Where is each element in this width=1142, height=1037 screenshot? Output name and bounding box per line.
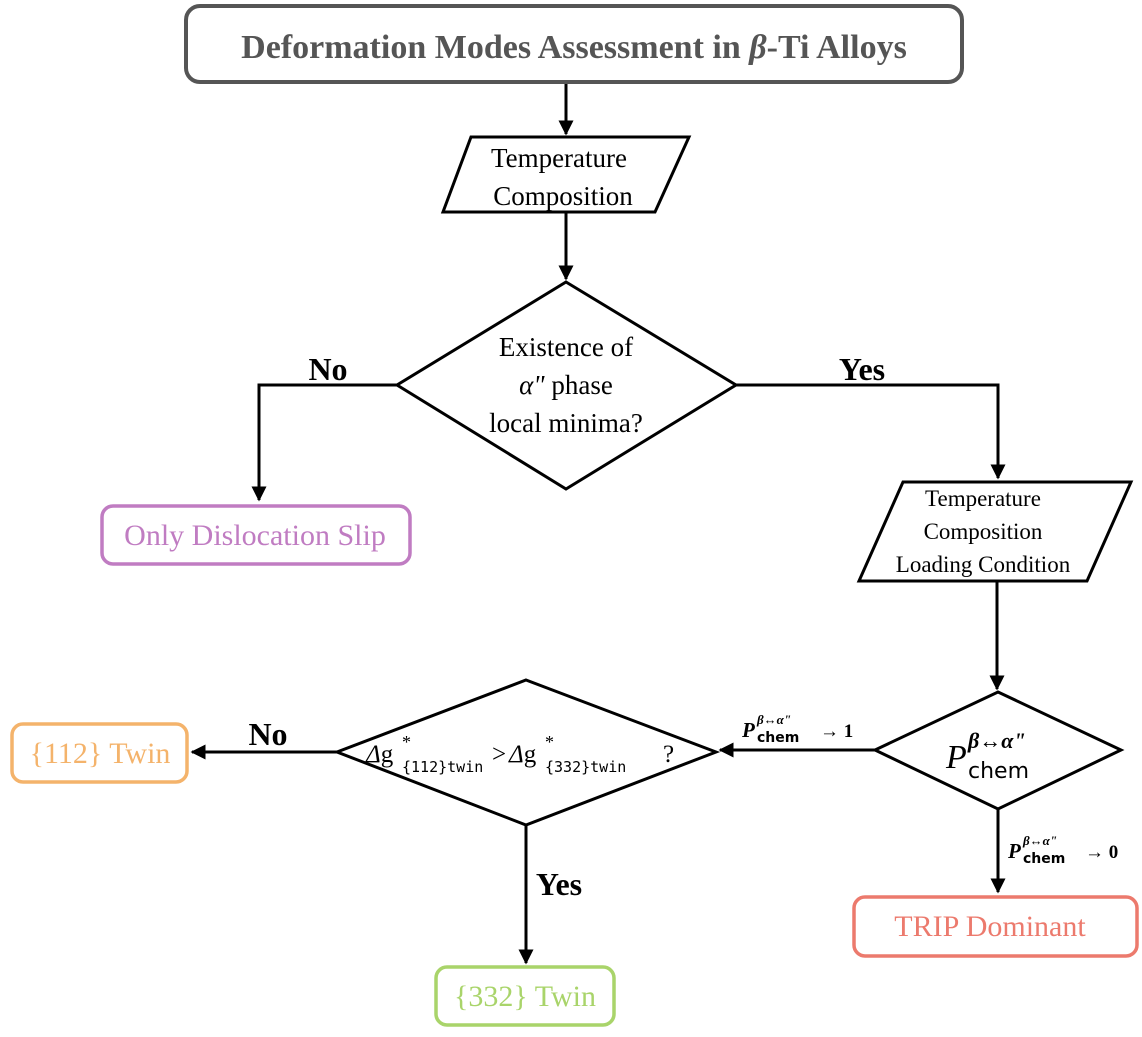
decision-node-3: Δg * {112}twin > Δg * {332}twin ? [332,678,721,827]
decision3-star2: * [545,732,554,752]
input-node-1: Temperature Composition [440,135,692,214]
edge-decision1-yes [736,383,1006,480]
outcome-trip-border [852,895,1139,958]
edge-decision1-no [251,383,397,502]
label-p-to-0-P: P [1007,839,1021,863]
outcome-112-twin: {112} Twin [10,722,189,784]
decision1-line2: α" phase [519,370,613,400]
outcome-slip-border [100,504,412,566]
title-box-border [184,4,964,84]
label-p-to-0-sub: chem [1023,851,1065,867]
label-p-to-1-sub: chem [757,730,799,746]
decision1-line3: local minima? [489,408,643,438]
decision1-line1: Existence of [499,332,633,362]
label-p-to-1-sup: β↔α" [756,712,791,727]
decision3-sub2: {332}twin [545,758,626,776]
outcome-112-border [10,722,189,784]
decision3-gt: > [492,741,506,768]
label-p-to-1-P: P [741,718,755,742]
decision3-yes-label: Yes [536,866,582,902]
decision1-yes-label: Yes [839,351,885,387]
decision2-sup: β↔α" [967,728,1026,753]
input1-line1: Temperature [491,143,627,173]
decision3-q: ? [663,741,674,768]
decision3-sub1: {112}twin [402,758,483,776]
decision3-formula: Δg [365,741,394,768]
label-p-to-0-value: → 0 [1085,842,1118,863]
input2-line3: Loading Condition [896,552,1071,577]
title-text: Deformation Modes Assessment in β-Ti All… [241,29,907,66]
outcome-112-label: {112} Twin [30,737,171,770]
title-box: Deformation Modes Assessment in β-Ti All… [184,4,964,84]
outcome-332-label: {332} Twin [454,980,596,1013]
decision3-formula-2: Δg [508,741,537,768]
decision2-formula: P [945,739,967,776]
outcome-332-twin: {332} Twin [434,965,616,1027]
decision-node-1: Existence of α" phase local minima? [394,280,739,491]
label-p-to-0: P β↔α" chem → 0 [1007,833,1118,867]
outcome-slip-label: Only Dislocation Slip [124,519,386,552]
label-p-to-1-value: → 1 [820,721,853,742]
decision1-no-label: No [308,351,347,387]
input1-line2: Composition [493,181,633,211]
outcome-332-border [434,965,616,1027]
input2-line1: Temperature [925,486,1041,511]
decision-diamond-1 [394,280,739,491]
outcome-slip: Only Dislocation Slip [100,504,412,566]
input-parallelogram-2 [856,480,1134,583]
outcome-trip: TRIP Dominant [852,895,1139,958]
input-node-2: Temperature Composition Loading Conditio… [856,480,1134,583]
label-p-to-0-sup: β↔α" [1022,833,1057,848]
outcome-trip-label: TRIP Dominant [894,910,1086,943]
label-p-to-1: P β↔α" chem → 1 [741,712,853,746]
input2-line2: Composition [924,519,1043,544]
input-parallelogram-1 [440,135,692,214]
decision3-star1: * [402,732,411,752]
decision-node-2: P β↔α" chem [871,690,1125,811]
decision2-sub: chem [968,759,1029,784]
decision3-no-label: No [248,716,287,752]
